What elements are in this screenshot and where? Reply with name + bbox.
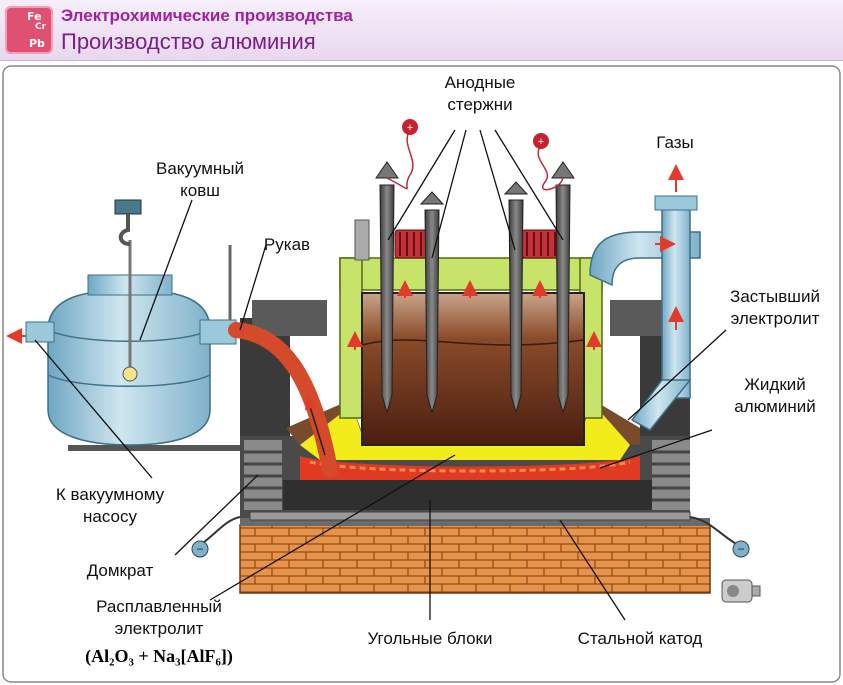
vacuum-ladle <box>25 199 237 446</box>
label-to-vacuum-pump: К вакуумному насосу <box>30 484 190 528</box>
label-frozen-electrolyte-line2: электролит <box>730 309 820 328</box>
label-vacuum-ladle-line1: Вакуумный <box>155 159 245 178</box>
label-pointers <box>34 129 727 621</box>
label-steel-cathode: Стальной катод <box>577 629 703 648</box>
anode-terminal-left: + <box>402 119 418 135</box>
ladle-platform <box>68 445 258 451</box>
plus-sign-right: + <box>538 136 544 148</box>
anode-rods <box>375 161 575 414</box>
jack-left <box>244 440 282 510</box>
label-carbon-blocks: Угольные блоки <box>367 629 493 648</box>
camera-icon[interactable] <box>721 579 761 603</box>
label-sleeve: Рукав <box>263 235 311 254</box>
label-frozen-electrolyte: Застывший электролит <box>712 286 838 330</box>
label-vacuum-ladle-line2: ковш <box>180 181 220 200</box>
cathode-terminal-right: − <box>732 540 750 558</box>
page-subtitle: Электрохимические производства <box>61 6 353 25</box>
sleeve-hose <box>228 322 338 478</box>
label-molten-electrolyte: Расплавленный электролит <box>54 596 264 640</box>
brick-foundation <box>239 518 711 594</box>
label-liquid-aluminum: Жидкий алюминий <box>715 374 835 418</box>
label-liquid-aluminum-line2: алюминий <box>734 397 816 416</box>
plus-sign-left: + <box>407 122 413 134</box>
label-to-vacuum-pump-line1: К вакуумному <box>55 485 165 504</box>
label-liquid-aluminum-line1: Жидкий <box>744 375 806 394</box>
label-to-vacuum-pump-line2: насосу <box>83 507 137 526</box>
minus-sign-right: − <box>737 542 744 556</box>
label-jack: Домкрат <box>86 561 154 580</box>
label-molten-electrolyte-line1: Расплавленный <box>96 597 222 616</box>
label-formula: (Al₂O₃ + Na₃[AlF₆]) <box>85 646 233 666</box>
gas-flow-arrows <box>6 164 684 350</box>
label-anode-rods-line1: Анодные <box>444 73 516 92</box>
label-anode-rods-line2: стержни <box>447 95 513 114</box>
anode-block <box>361 292 585 446</box>
header: Fe Cr Pb Электрохимические производства … <box>0 0 843 61</box>
label-vacuum-ladle: Вакуумный ковш <box>145 158 255 202</box>
jack-right <box>652 440 690 510</box>
page-title: Производство алюминия <box>61 29 316 54</box>
chemistry-logo-icon: Fe Cr Pb <box>5 6 53 54</box>
logo-symbol-cr: Cr <box>35 22 47 32</box>
label-gases: Газы <box>656 133 694 152</box>
anode-terminal-right: + <box>533 133 549 149</box>
cathode-terminal-left: − <box>191 540 209 558</box>
logo-symbol-pb: Pb <box>29 37 45 50</box>
label-anode-rods: Анодные стержни <box>420 72 540 116</box>
logo-symbol-fe: Fe <box>27 10 42 23</box>
liquid-aluminum <box>300 456 640 480</box>
label-molten-electrolyte-line2: электролит <box>114 619 204 638</box>
minus-sign-left: − <box>196 542 203 556</box>
label-frozen-electrolyte-line1: Застывший <box>730 287 820 306</box>
